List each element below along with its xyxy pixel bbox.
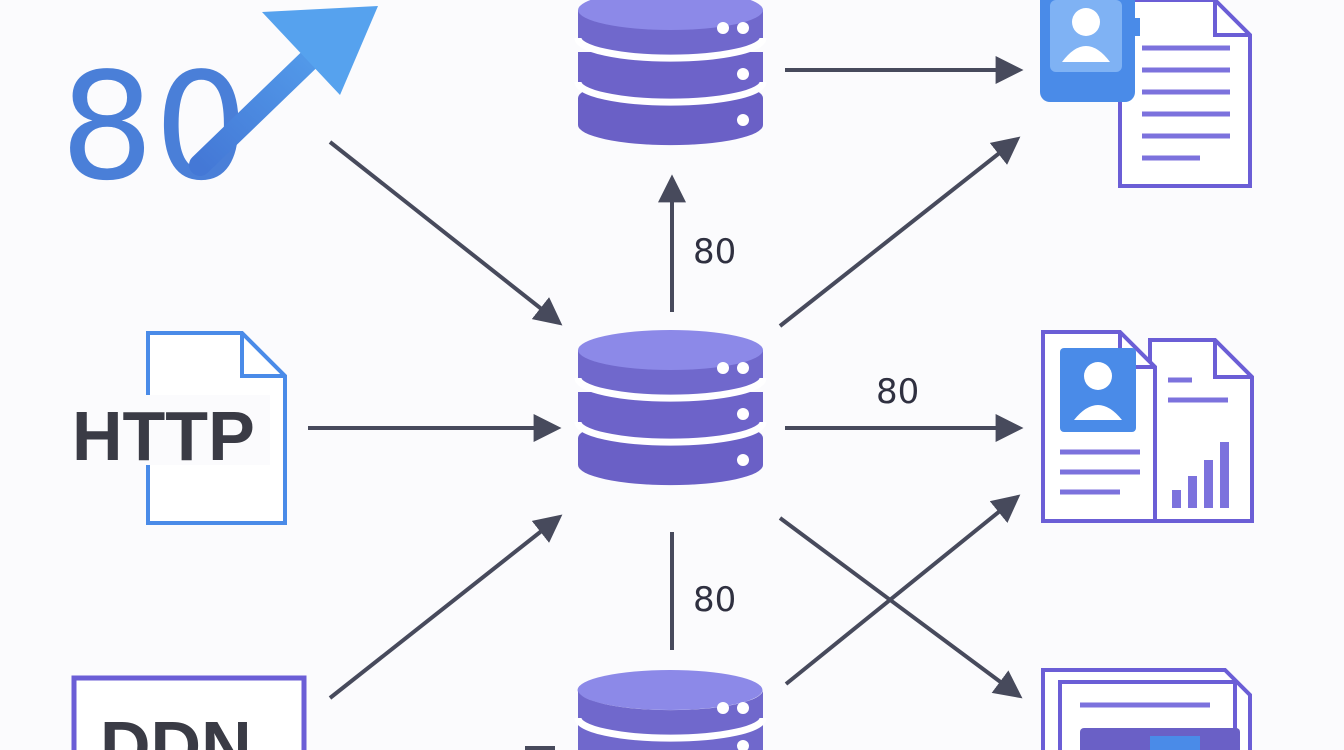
edge-label-up: 80 bbox=[693, 232, 736, 272]
database-server-icon bbox=[578, 330, 763, 485]
database-server-icon bbox=[578, 0, 763, 145]
edge-label-right: 80 bbox=[876, 372, 919, 412]
arrow-center-to-profile bbox=[778, 136, 1021, 328]
database-server-icon bbox=[574, 670, 767, 750]
port-80-logo-text: 80 bbox=[60, 41, 248, 213]
arrow-bottom-to-report bbox=[784, 494, 1021, 686]
user-profile-document-icon bbox=[1040, 0, 1252, 188]
http-document-label: HTTP bbox=[72, 397, 255, 475]
port-80-logo: 80 bbox=[60, 6, 378, 213]
arrow-up-right-icon bbox=[189, 6, 378, 176]
arrow-center-to-files bbox=[778, 516, 1023, 699]
edge-label-down: 80 bbox=[693, 580, 736, 620]
ddn-document: DDN bbox=[71, 675, 307, 750]
http-document: HTTP bbox=[70, 331, 287, 525]
connections bbox=[308, 56, 1024, 750]
ddn-document-label: DDN bbox=[100, 707, 252, 750]
report-document-icon bbox=[1041, 330, 1254, 523]
arrow-ddn-to-center bbox=[328, 514, 563, 700]
file-document-icon bbox=[71, 675, 307, 750]
arrow-logo-to-center bbox=[328, 140, 563, 326]
file-document-icon bbox=[1041, 668, 1252, 750]
